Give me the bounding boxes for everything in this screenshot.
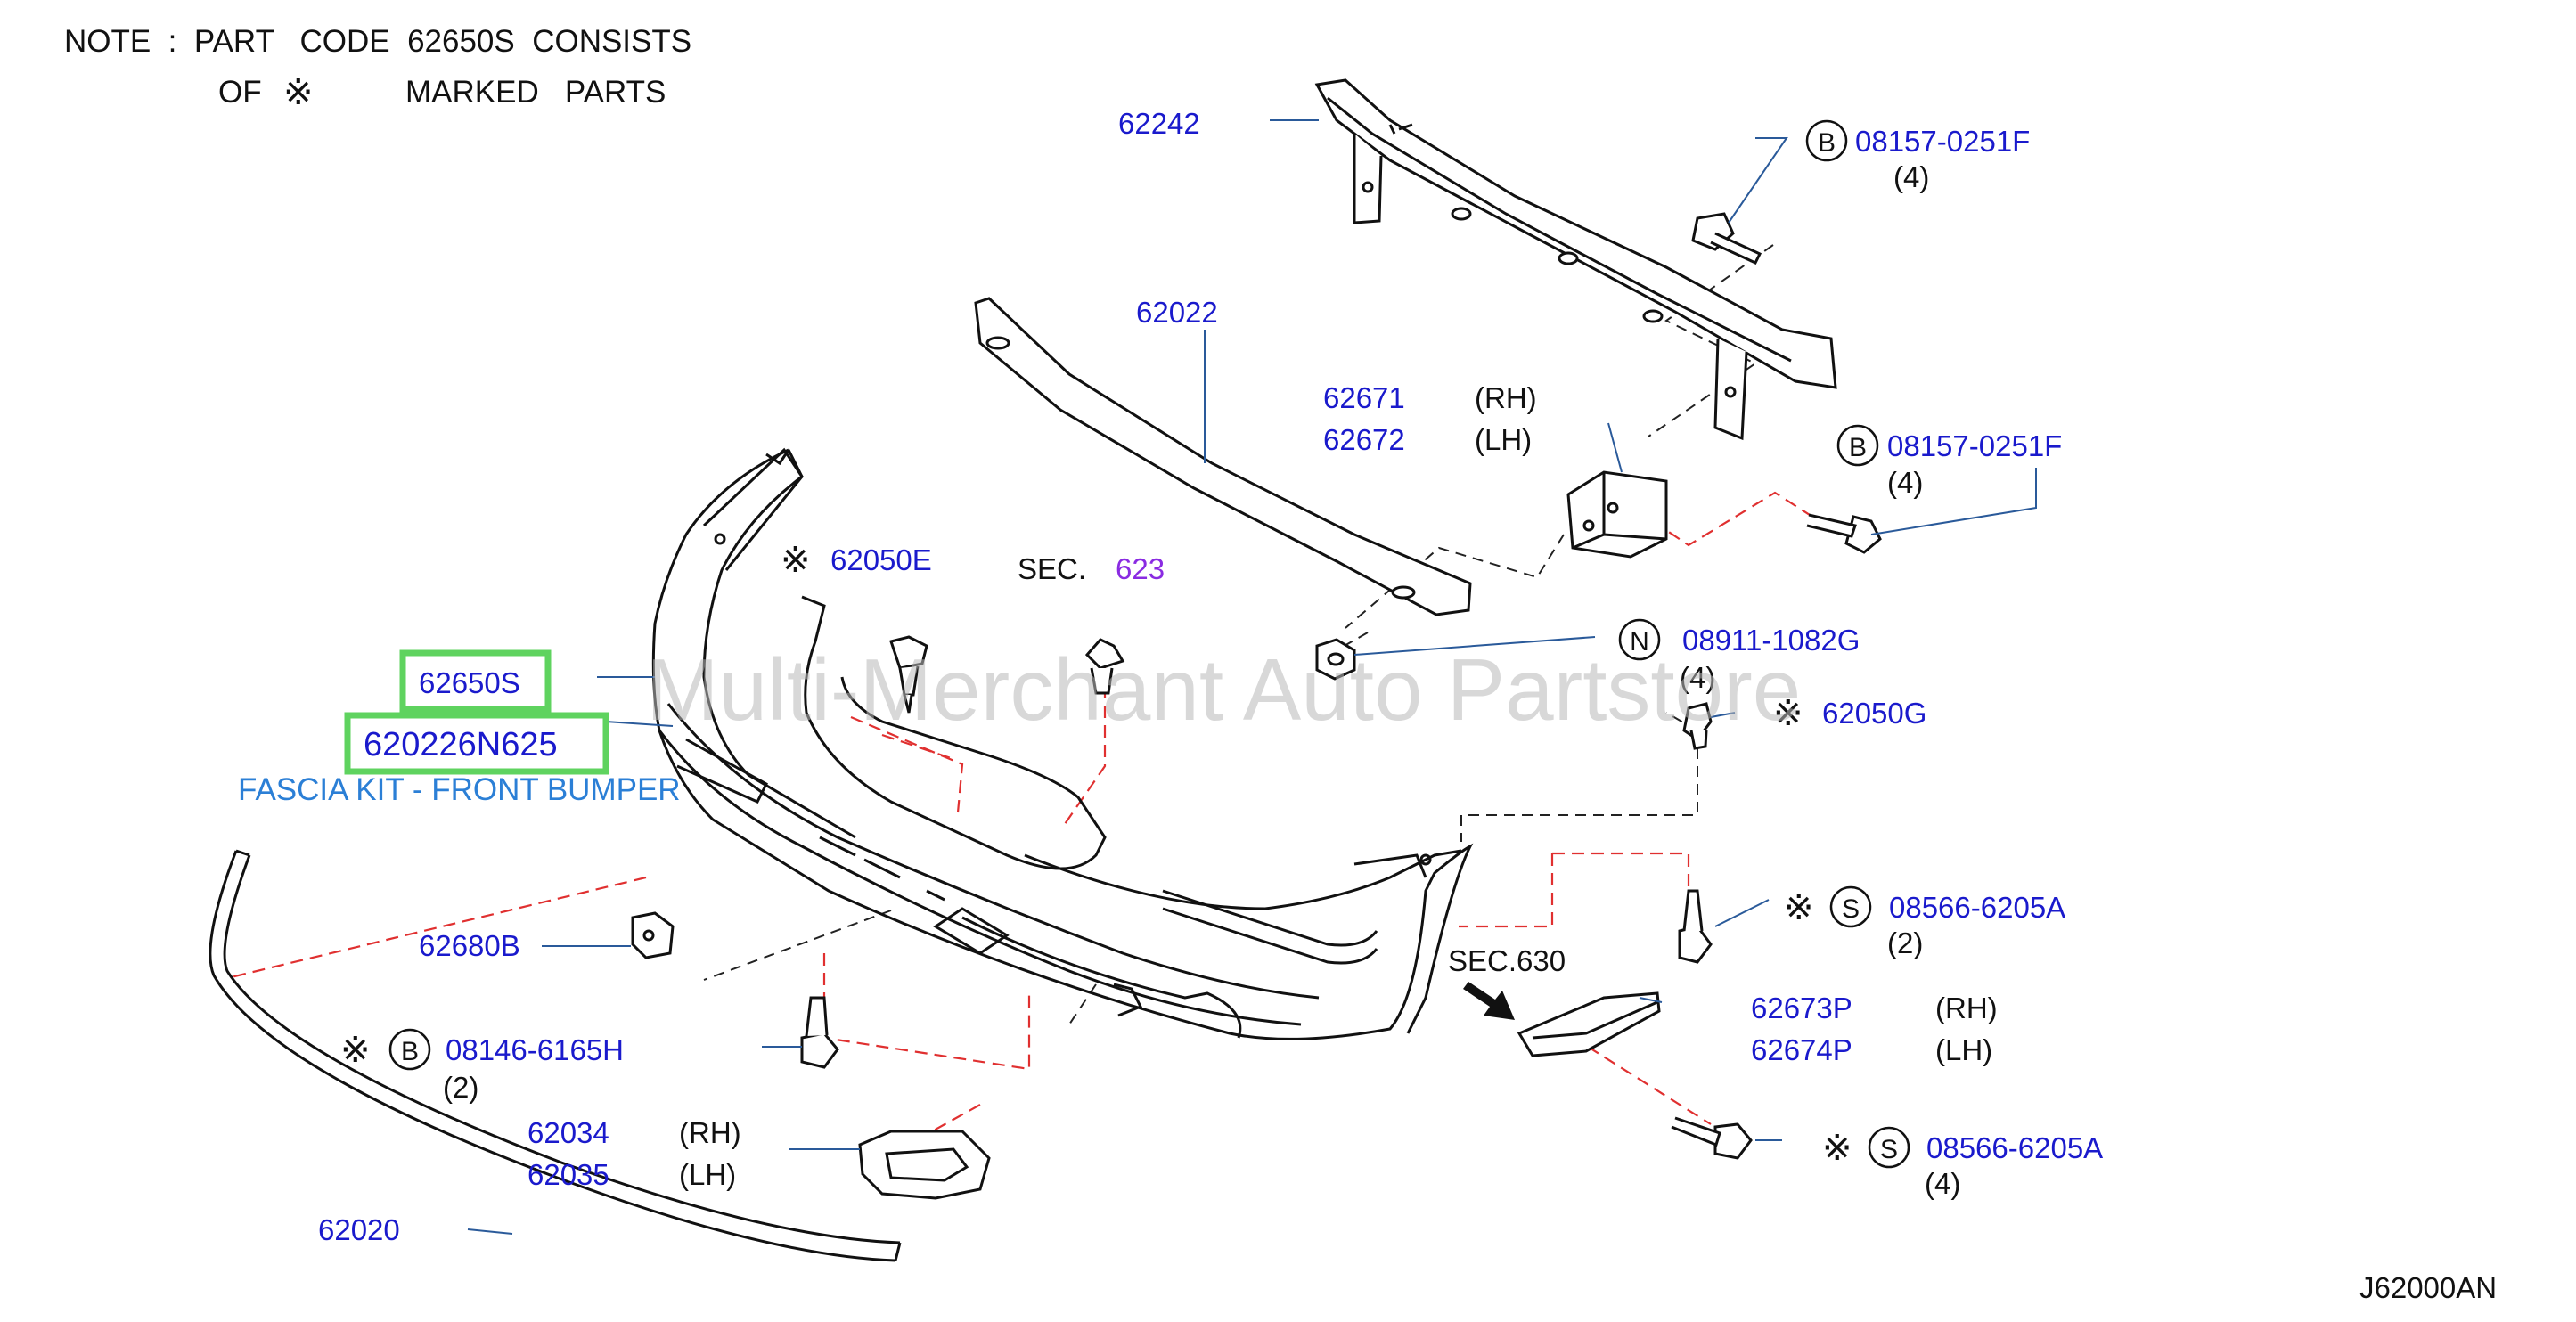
part-code-62022[interactable]: 62022	[1136, 296, 1218, 329]
part-62680B-retainer-art	[631, 911, 675, 959]
part-code-62680B[interactable]: 62680B	[419, 929, 520, 962]
sec-623-link[interactable]: 623	[1116, 552, 1165, 585]
qty-08566-top: (2)	[1887, 926, 1923, 959]
part-62650S-fascia-side-art	[702, 447, 1432, 866]
mark-symbol-08146: ※	[340, 1031, 371, 1070]
side-rh-62671: (RH)	[1475, 381, 1537, 414]
mark-symbol-08566-bottom: ※	[1822, 1129, 1852, 1168]
part-code-62672[interactable]: 62672	[1323, 423, 1405, 456]
qty-08157-mid: (4)	[1887, 466, 1923, 499]
circle-letter: N	[1630, 627, 1649, 657]
circle-letter: B	[401, 1037, 419, 1066]
circle-letter: B	[1849, 433, 1867, 462]
sec-label: SEC.	[1018, 552, 1086, 585]
part-clip-sec623-art	[1084, 638, 1125, 695]
qty-08566-bottom: (4)	[1925, 1167, 1960, 1200]
fascia-kit-title: FASCIA KIT - FRONT BUMPER	[238, 772, 681, 807]
note-of: OF	[218, 75, 262, 110]
part-code-08911-1082G[interactable]: 08911-1082G	[1682, 624, 1860, 657]
part-62650S-fascia-art	[651, 448, 1474, 1040]
mark-symbol-62050E: ※	[781, 541, 811, 580]
part-code-62035[interactable]: 62035	[527, 1158, 609, 1191]
diagram-code: J62000AN	[2359, 1271, 2497, 1304]
part-code-62242[interactable]: 62242	[1118, 107, 1200, 140]
part-code-08566-6205A-top[interactable]: 08566-6205A	[1889, 891, 2065, 924]
part-bolt-08157-top-art	[1691, 212, 1762, 265]
part-62673P-bracket-art	[1517, 992, 1661, 1057]
part-code-62034[interactable]: 62034	[527, 1116, 609, 1149]
part-62022-absorber-art	[974, 297, 1472, 616]
part-code-62673P[interactable]: 62673P	[1751, 992, 1852, 1024]
part-code-62050E[interactable]: 62050E	[830, 543, 932, 576]
mark-symbol-08566-top: ※	[1784, 888, 1814, 927]
side-lh-62672: (LH)	[1475, 423, 1532, 456]
note-mark-symbol: ※	[283, 73, 314, 112]
direction-arrow	[1463, 982, 1515, 1020]
qty-08157-top: (4)	[1893, 160, 1929, 193]
circle-badge-s-08566-top: S	[1829, 885, 1872, 928]
note-line-1: NOTE : PART CODE 62650S CONSISTS	[64, 24, 691, 59]
part-bolt-08157-mid-art	[1806, 513, 1882, 554]
watermark: Multi-Merchant Auto Partstore	[646, 641, 1801, 739]
part-code-62020[interactable]: 62020	[318, 1213, 400, 1246]
part-code-08146-6165H[interactable]: 08146-6165H	[446, 1033, 624, 1066]
part-62020-bumper-strip-art	[209, 849, 902, 1262]
part-code-62674P[interactable]: 62674P	[1751, 1033, 1852, 1066]
leader-lines	[467, 119, 2037, 1235]
circle-letter: S	[1880, 1135, 1898, 1164]
part-code-62050G[interactable]: 62050G	[1822, 697, 1926, 730]
qty-08146: (2)	[443, 1071, 478, 1104]
highlight-box-62650S	[399, 649, 552, 713]
side-rh-62034: (RH)	[679, 1116, 741, 1149]
part-code-620226N625[interactable]: 620226N625	[364, 726, 558, 763]
side-lh-62674P: (LH)	[1935, 1033, 1992, 1066]
part-code-08157-0251F-mid[interactable]: 08157-0251F	[1887, 429, 2062, 462]
part-62034-fog-cover-art	[858, 1130, 991, 1200]
part-62242-reinforcement-art	[1314, 78, 1837, 441]
circle-badge-b-08157-top: B	[1805, 119, 1848, 162]
qty-08911: (4)	[1680, 661, 1715, 694]
side-lh-62035: (LH)	[679, 1158, 736, 1191]
side-rh-62673P: (RH)	[1935, 992, 1998, 1024]
sec-630-label: SEC.630	[1448, 944, 1566, 977]
circle-badge-s-08566-bottom: S	[1868, 1126, 1910, 1169]
red-dashed-connectors	[226, 491, 1838, 1150]
circle-badge-n-08911: N	[1618, 618, 1661, 661]
part-screw-08566-top-art	[1678, 889, 1713, 964]
part-bolt-08146-art	[800, 996, 839, 1069]
highlight-box-620226N625	[344, 712, 609, 775]
circle-badge-b-08146: B	[388, 1028, 431, 1071]
mark-symbol-62050G: ※	[1773, 694, 1803, 733]
part-clip-62050G-art	[1682, 702, 1713, 750]
circle-letter: S	[1842, 894, 1860, 924]
part-clip-62050E-art	[889, 635, 928, 714]
part-62671-bracket-art	[1566, 470, 1668, 559]
note-marked-parts: MARKED PARTS	[405, 75, 666, 110]
part-screw-08566-bottom-art	[1671, 1116, 1753, 1160]
circle-badge-b-08157-mid: B	[1836, 424, 1879, 467]
part-code-08566-6205A-bottom[interactable]: 08566-6205A	[1926, 1131, 2103, 1164]
part-nut-08911-art	[1315, 638, 1356, 681]
circle-letter: B	[1818, 128, 1836, 158]
part-code-62650S[interactable]: 62650S	[419, 666, 520, 699]
part-code-62671[interactable]: 62671	[1323, 381, 1405, 414]
part-code-08157-0251F-top[interactable]: 08157-0251F	[1855, 125, 2030, 158]
